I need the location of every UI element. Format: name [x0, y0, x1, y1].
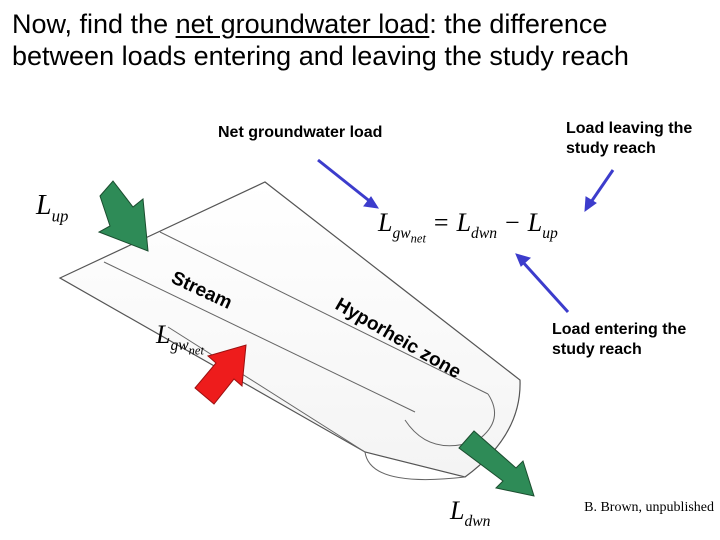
slide-title: Now, find the net groundwater load: the … [12, 8, 712, 72]
credit-label: B. Brown, unpublished [584, 500, 714, 515]
load-leaving-label: Load leaving the study reach [566, 120, 693, 157]
load-entering-label: Load entering the study reach [552, 321, 687, 358]
cross-section-arc-right [477, 393, 496, 441]
trough-front-edge [167, 326, 366, 453]
trough-inner-line-top [159, 231, 489, 395]
l-gwnet-symbol: Lgwnet [156, 320, 204, 358]
red-arrow-gw [194, 344, 247, 405]
title-text-start: Now, find the [12, 9, 176, 39]
net-gw-load-label: Net groundwater load [218, 124, 383, 141]
blue-arrow-load-leaving [584, 169, 615, 213]
equation-equals: = [433, 208, 449, 237]
equation-minus: − [505, 208, 520, 237]
net-load-equation: Lgwnet=Ldwn−Lup [378, 208, 558, 246]
equation-term-up: Lup [527, 208, 558, 243]
title-underlined-text: net groundwater load [175, 9, 430, 39]
equation-lhs: Lgwnet [378, 208, 426, 246]
title-text-end: : the difference between loads entering … [12, 9, 629, 71]
equation-term-dwn: Ldwn [456, 208, 498, 243]
green-arrow-downstream [458, 430, 535, 497]
l-up-symbol: Lup [36, 190, 69, 226]
trough-inner-line-mid [103, 261, 416, 413]
trough-block-outline [58, 181, 521, 478]
cross-section-arc-outer [364, 451, 466, 481]
green-arrow-upstream [97, 180, 149, 252]
blue-arrow-net-gw [317, 158, 380, 209]
l-dwn-symbol: Ldwn [450, 496, 491, 531]
blue-arrow-load-entering [515, 253, 570, 314]
